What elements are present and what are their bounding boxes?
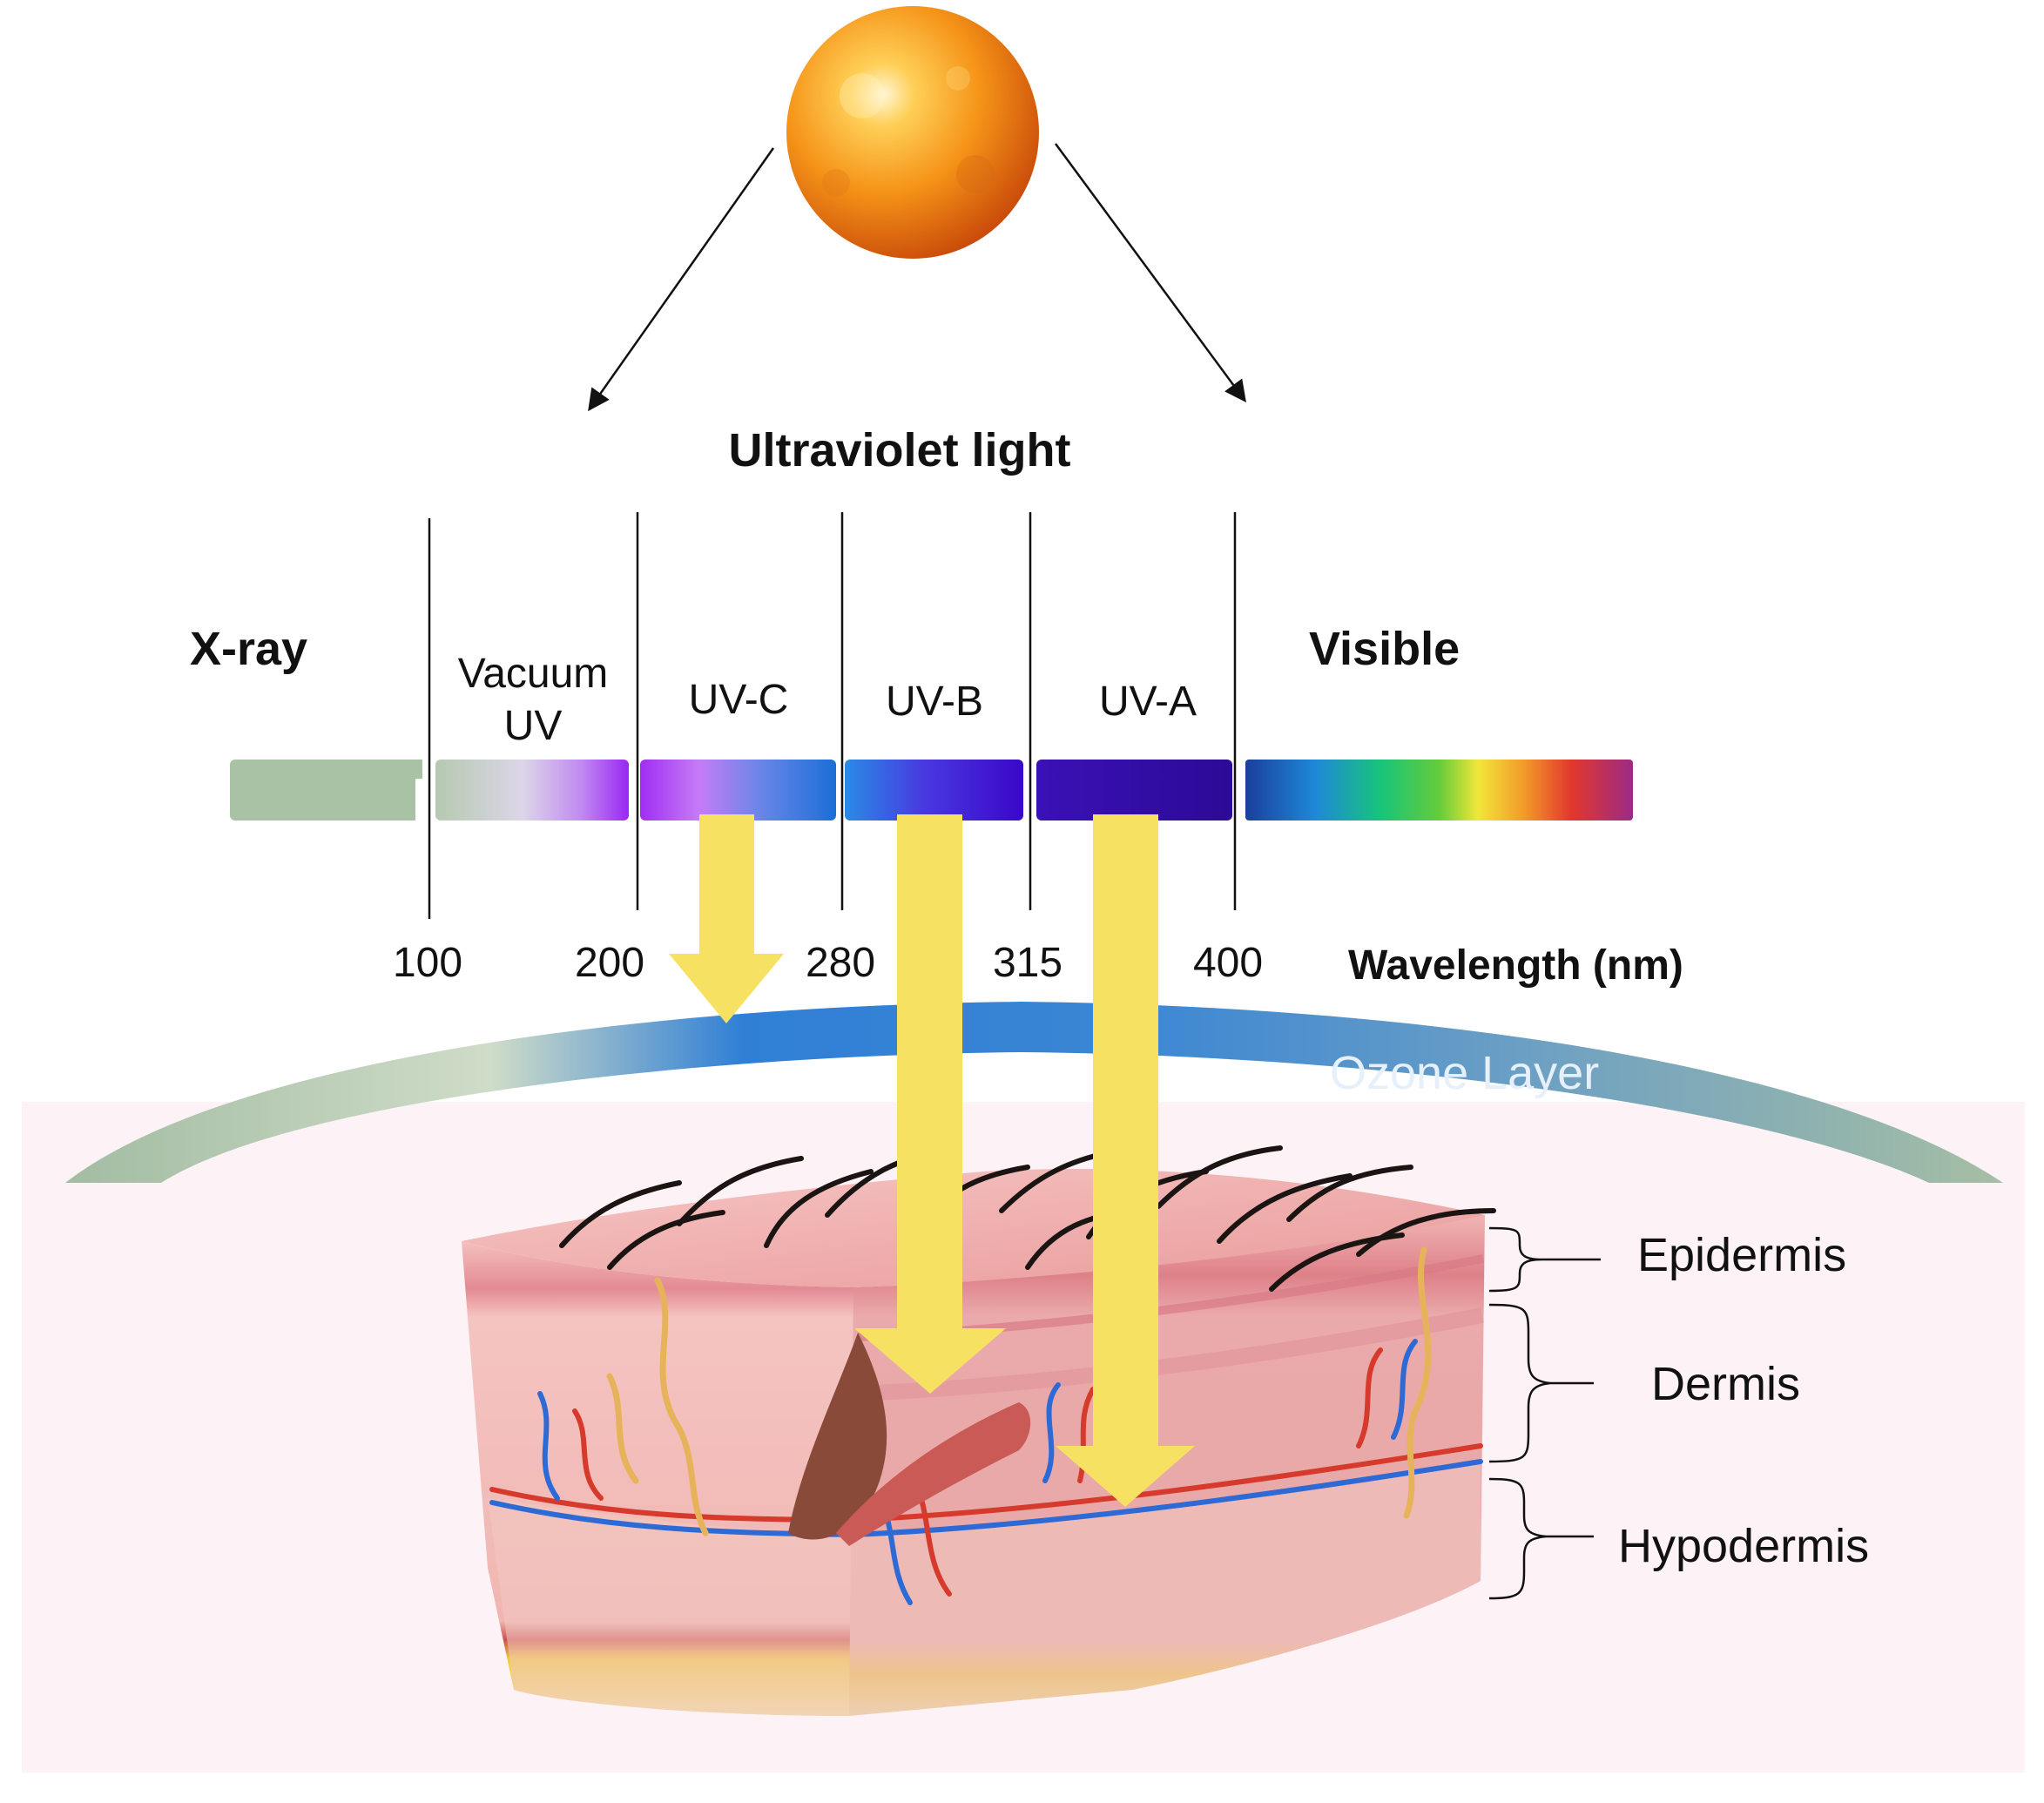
sun-arrow-right — [1054, 143, 1246, 403]
diagram-title: Ultraviolet light — [728, 424, 1071, 476]
sun-icon — [786, 6, 1039, 259]
uvb-label: UV-B — [885, 679, 984, 725]
layer-brackets — [1488, 1226, 1601, 1600]
ozone-layer-arc — [65, 1002, 2003, 1183]
sun-texture — [822, 66, 995, 197]
uva-band — [1036, 760, 1232, 820]
arrector-muscle — [836, 1402, 1031, 1546]
tick-280: 280 — [805, 940, 876, 986]
uva-arrow — [1056, 814, 1195, 1507]
uvc-label: UV-C — [688, 677, 789, 723]
wavelength-axis-label: Wavelength (nm) — [1348, 942, 1683, 989]
uvc-band — [640, 760, 836, 820]
ozone-layer-label: Ozone Layer — [1330, 1047, 1600, 1099]
sun-arrow-left — [588, 147, 775, 412]
visible-band — [1245, 760, 1633, 820]
vacuum-uv-label-line2: UV — [503, 703, 563, 749]
hair-follicle — [788, 1333, 887, 1540]
uvb-band — [845, 760, 1023, 820]
hypodermis-label: Hypodermis — [1618, 1520, 1870, 1572]
uvc-arrow — [669, 814, 784, 1023]
uva-label: UV-A — [1098, 679, 1197, 725]
visible-label: Visible — [1309, 623, 1460, 675]
epidermis-label: Epidermis — [1637, 1229, 1847, 1281]
uvb-arrow — [854, 814, 1006, 1394]
xray-band — [230, 760, 422, 820]
dermis-label: Dermis — [1651, 1358, 1800, 1410]
vacuum-uv-label-line1: Vacuum — [457, 651, 609, 697]
xray-label: X-ray — [190, 623, 308, 675]
skin-cross-section — [462, 1145, 1496, 1716]
vacuum-uv-band — [435, 760, 629, 820]
penetration-arrows — [669, 814, 1195, 1507]
wavelength-dividers — [428, 512, 1237, 919]
tick-315: 315 — [992, 940, 1063, 986]
tick-200: 200 — [574, 940, 645, 986]
tick-400: 400 — [1192, 940, 1264, 986]
tick-100: 100 — [392, 940, 463, 986]
spectrum-bar — [230, 760, 1633, 820]
